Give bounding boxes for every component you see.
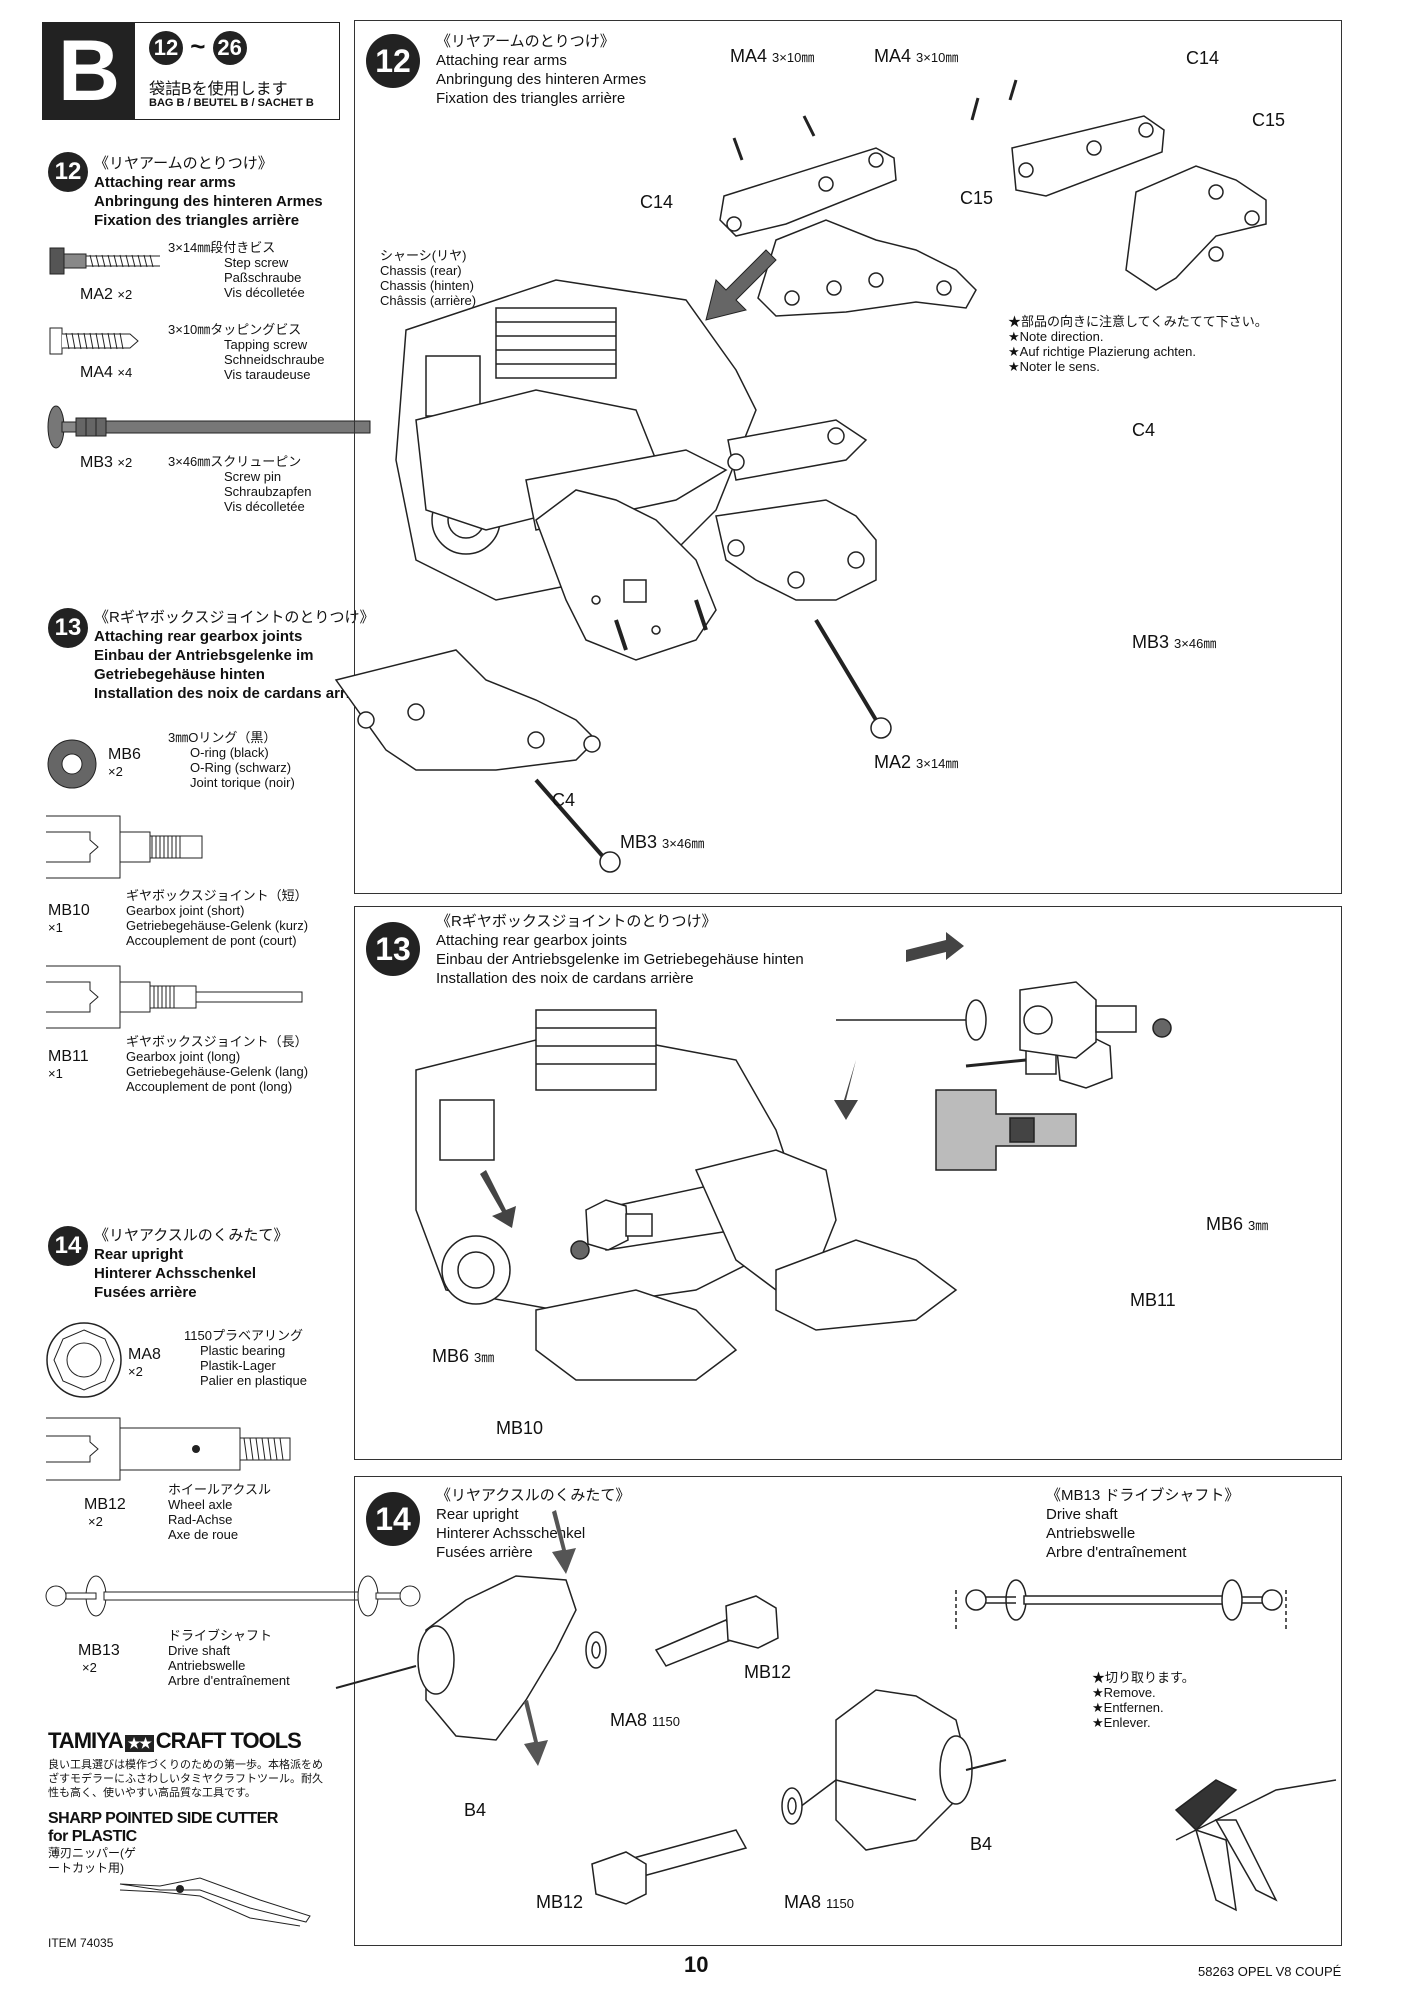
part-code: MA2 ×2 bbox=[80, 286, 133, 303]
step-number: 12 bbox=[48, 152, 88, 192]
label-c15-a: C15 bbox=[960, 188, 994, 208]
label-c4-a: C4 bbox=[1132, 420, 1156, 440]
remove-note: ★切り取ります。 ★Remove. ★Entfernen. ★Enlever. bbox=[1092, 1670, 1195, 1730]
ma8-bearing-drawing bbox=[46, 1322, 122, 1398]
craft-tools-text: 良い工具選びは模作づくりのための第一歩。本格派をめざすモデラーにふさわしいタミヤ… bbox=[48, 1759, 323, 1799]
product-line1: SHARP POINTED SIDE CUTTER bbox=[48, 1810, 278, 1827]
mb13-detail-title: 《MB13 ドライブシャフト》 Drive shaft Antriebswell… bbox=[1046, 1487, 1240, 1561]
part-desc: ホイールアクスル Wheel axle Rad-Achse Axe de rou… bbox=[168, 1482, 271, 1542]
range-start: 12 bbox=[149, 31, 183, 65]
step-en: Attaching rear arms bbox=[94, 174, 236, 191]
step-jp: 《Rギヤボックスジョイントのとりつけ》 bbox=[94, 609, 375, 626]
label-mb3-a: MB3 3×46㎜ bbox=[1132, 632, 1217, 652]
mb13-shaft-drawing bbox=[45, 1575, 421, 1617]
mb6-oring-drawing bbox=[47, 739, 97, 789]
direction-note: ★部品の向きに注意してくみたてて下さい。 ★Note direction. ★A… bbox=[1008, 314, 1268, 374]
step-fr: Fixation des triangles arrière bbox=[94, 212, 300, 229]
mb3-pin-drawing bbox=[47, 405, 371, 449]
label-ma8-b: MA8 1150 bbox=[784, 1892, 854, 1912]
ma4-screw-drawing bbox=[49, 327, 139, 355]
step-fr: Installation des noix de cardans arrière bbox=[94, 685, 373, 702]
step-range: 12 ~ 26 bbox=[149, 31, 247, 65]
panel14-number: 14 bbox=[366, 1492, 420, 1546]
label-c4-b: C4 bbox=[552, 790, 576, 810]
part-code: MB11×1 bbox=[48, 1048, 89, 1081]
label-mb3-b: MB3 3×46㎜ bbox=[620, 832, 705, 852]
mb11-joint-drawing bbox=[46, 965, 303, 1029]
step-jp: 《リヤアームのとりつけ》 bbox=[94, 155, 273, 172]
step-de: Anbringung des hinteren Armes bbox=[94, 193, 323, 210]
label-mb10: MB10 bbox=[496, 1418, 544, 1438]
mb12-axle-drawing bbox=[46, 1417, 291, 1481]
part-desc: 3×46㎜スクリューピン Screw pin Schraubzapfen Vis… bbox=[168, 454, 312, 514]
label-mb11: MB11 bbox=[1130, 1290, 1176, 1310]
chassis-label: シャーシ(リヤ) Chassis (rear) Chassis (hinten)… bbox=[380, 248, 477, 308]
part-code: MB12×2 bbox=[84, 1496, 126, 1529]
range-end: 26 bbox=[212, 31, 247, 65]
step-fr: Fusées arrière bbox=[94, 1284, 197, 1301]
bag-header: B 12 ~ 26 袋詰Bを使用します BAG B / BEUTEL B / S… bbox=[42, 22, 340, 120]
label-ma4-b: MA4 3×10㎜ bbox=[874, 46, 959, 66]
panel12-title: 《リヤアームのとりつけ》 Attaching rear arms Anbring… bbox=[436, 33, 647, 107]
label-c14-a: C14 bbox=[640, 192, 674, 212]
label-ma2: MA2 3×14㎜ bbox=[874, 752, 959, 772]
product-jp: 薄刃ニッパー(ゲートカット用) bbox=[48, 1846, 136, 1875]
label-mb6-b: MB6 3㎜ bbox=[1206, 1214, 1269, 1234]
mb10-joint-drawing bbox=[46, 815, 203, 879]
part-desc: 3㎜Oリング（黒） O-ring (black) O-Ring (schwarz… bbox=[168, 730, 295, 790]
step-number: 13 bbox=[48, 608, 88, 648]
panel-step14 bbox=[354, 1476, 1342, 1946]
model-name: 58263 OPEL V8 COUPÉ bbox=[1198, 1964, 1342, 1979]
step-number: 14 bbox=[48, 1226, 88, 1266]
step-de: Hinterer Achsschenkel bbox=[94, 1265, 257, 1282]
label-c14-b: C14 bbox=[1186, 48, 1220, 68]
label-ma8-a: MA8 1150 bbox=[610, 1710, 680, 1730]
label-b4-a: B4 bbox=[464, 1800, 487, 1820]
part-desc: 3×10㎜タッピングビス Tapping screw Schneidschrau… bbox=[168, 322, 325, 382]
item-number: ITEM 74035 bbox=[48, 1936, 114, 1950]
part-desc: ギヤボックスジョイント（短） Gearbox joint (short) Get… bbox=[126, 888, 309, 948]
label-mb12-a: MB12 bbox=[744, 1662, 792, 1682]
craft-tools-ad: TAMIYA★★CRAFT TOOLS 良い工具選びは模作づくりのための第一歩。… bbox=[48, 1728, 338, 1876]
panel13-drawing bbox=[415, 932, 1172, 1381]
step-en: Attaching rear gearbox joints bbox=[94, 628, 303, 645]
label-b4-b: B4 bbox=[970, 1834, 993, 1854]
label-ma4-a: MA4 3×10㎜ bbox=[730, 46, 815, 66]
panel14-drawing bbox=[335, 1510, 1337, 1912]
step-jp: 《リヤアクスルのくみたて》 bbox=[94, 1227, 289, 1244]
part-code: MB3 ×2 bbox=[80, 454, 133, 471]
step-de: Einbau der Antriebsgelenke im Getriebege… bbox=[94, 647, 314, 683]
panel13-title: 《Rギヤボックスジョイントのとりつけ》 Attaching rear gearb… bbox=[436, 913, 804, 987]
panel-step13 bbox=[354, 906, 1342, 1460]
part-desc: 3×14㎜段付きビス Step screw Paßschraube Vis dé… bbox=[168, 240, 305, 300]
part-desc: 1150プラベアリング Plastic bearing Plastik-Lage… bbox=[184, 1328, 307, 1388]
panel-step12 bbox=[354, 20, 1342, 894]
part-code: MA8×2 bbox=[128, 1346, 161, 1379]
part-code: MB13×2 bbox=[78, 1642, 120, 1675]
part-desc: ギヤボックスジョイント（長） Gearbox joint (long) Getr… bbox=[126, 1034, 309, 1094]
side-cutter-drawing bbox=[119, 1877, 311, 1927]
bag-letter: B bbox=[43, 23, 135, 119]
range-sep: ~ bbox=[190, 31, 206, 61]
part-desc: ドライブシャフト Drive shaft Antriebswelle Arbre… bbox=[168, 1628, 290, 1688]
bag-jp: 袋詰Bを使用します bbox=[149, 81, 288, 98]
label-mb6-a: MB6 3㎜ bbox=[432, 1346, 495, 1366]
step-en: Rear upright bbox=[94, 1246, 184, 1263]
panel14-title: 《リヤアクスルのくみたて》 Rear upright Hinterer Achs… bbox=[436, 1487, 631, 1561]
panel12-drawing bbox=[334, 79, 1267, 873]
panel12-number: 12 bbox=[366, 34, 420, 88]
part-code: MB6×2 bbox=[108, 746, 141, 779]
page-number: 10 bbox=[684, 1952, 709, 1977]
label-c15-b: C15 bbox=[1252, 110, 1286, 130]
part-code: MB10×1 bbox=[48, 902, 90, 935]
craft-tools-brand: TAMIYA★★CRAFT TOOLS bbox=[48, 1728, 302, 1753]
panel13-number: 13 bbox=[366, 922, 420, 976]
label-mb12-b: MB12 bbox=[536, 1892, 584, 1912]
part-code: MA4 ×4 bbox=[80, 364, 133, 381]
product-line2: for PLASTIC bbox=[48, 1828, 137, 1845]
bag-en: BAG B / BEUTEL B / SACHET B bbox=[149, 97, 314, 109]
ma2-screw-drawing bbox=[49, 247, 160, 275]
